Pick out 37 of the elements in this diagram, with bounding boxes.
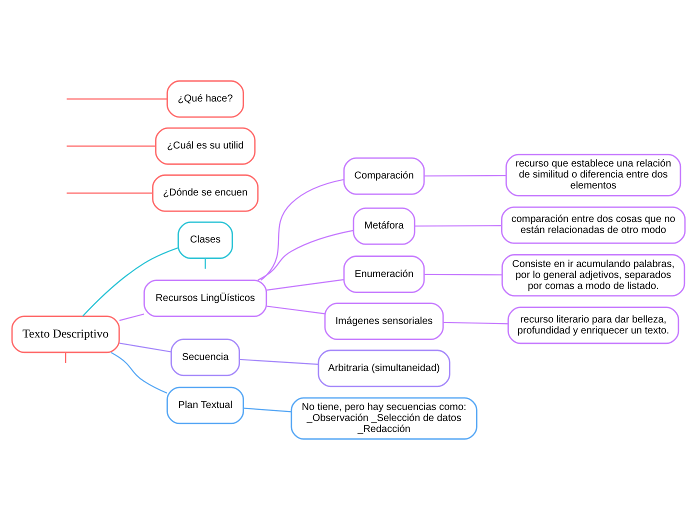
connector	[258, 230, 354, 281]
connector	[66, 98, 167, 100]
connector	[110, 352, 168, 394]
connector	[424, 274, 502, 276]
node-box: Consiste en ir acumulando palabras, por lo general adjetivos, separados por comas a modo de listado.	[502, 254, 686, 296]
connector	[204, 258, 206, 269]
node-box: Recursos LingÜísticos	[144, 280, 268, 318]
connector	[66, 146, 156, 147]
node-box: ¿Cuál es su utilid	[155, 127, 256, 165]
connector	[443, 322, 508, 324]
node-box: Clases	[178, 222, 234, 259]
node-box: Plan Textual	[166, 386, 244, 424]
connector	[424, 174, 506, 177]
connector	[266, 279, 344, 291]
connector	[243, 408, 292, 412]
node-box: recurso literario para dar belleza, profundidad y enriquecer un texto.	[508, 306, 680, 344]
node-box: Secuencia	[170, 338, 240, 376]
connector	[119, 314, 144, 322]
connector	[414, 225, 502, 227]
node-box: ¿Qué hace?	[166, 80, 244, 118]
connector	[260, 178, 344, 281]
node-box: ¿Dónde se encuen	[152, 174, 259, 212]
connector	[240, 358, 318, 365]
connector	[119, 342, 171, 352]
node-box: Enumeración	[343, 256, 425, 293]
node-box: No tiene, pero hay secuencias como: _Observación _Selección de datos _Redacción	[290, 397, 478, 440]
node-box: Texto Descriptivo	[11, 316, 120, 354]
connector	[65, 352, 66, 363]
connector	[66, 192, 152, 194]
node-box: Arbitraria (simultaneidad)	[318, 350, 450, 388]
connector	[266, 306, 325, 314]
node-box: recurso que establece una relación de similitud o diferencia entre dos elementos	[506, 154, 682, 196]
node-box: Comparación	[343, 157, 425, 195]
node-box: Imágenes sensoriales	[324, 302, 444, 340]
node-box: Metáfora	[352, 207, 416, 245]
connector	[82, 247, 178, 317]
node-box: comparación entre dos cosas que no están relacionadas de otro modo	[501, 206, 686, 244]
